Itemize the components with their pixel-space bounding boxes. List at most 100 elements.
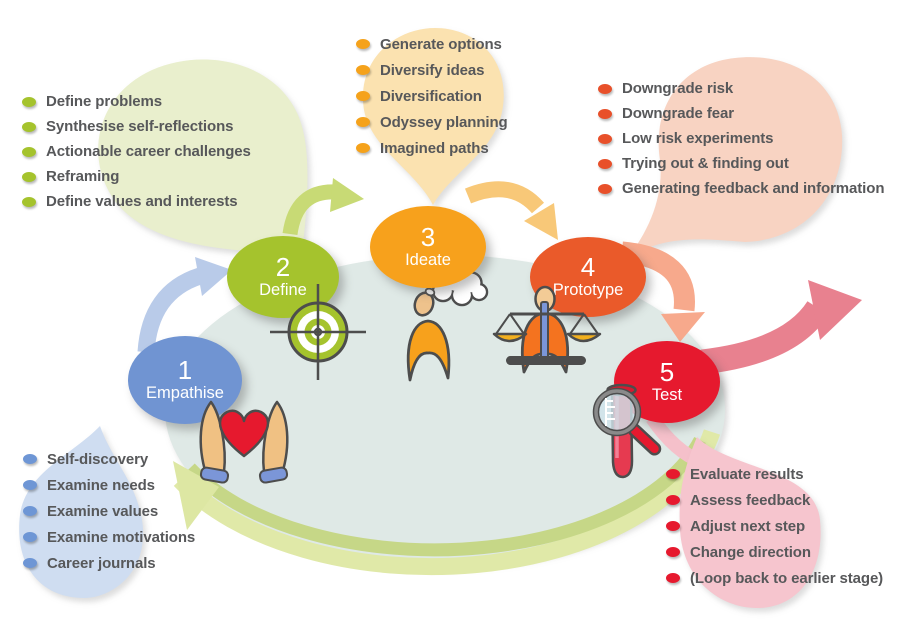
- list-item-label: Trying out & finding out: [622, 155, 789, 172]
- stage-circle-ideate: 3 Ideate: [370, 206, 486, 288]
- bullet-icon: [598, 108, 612, 119]
- bullet-icon: [22, 146, 36, 157]
- stage-label: Test: [651, 386, 683, 405]
- stage-label: Prototype: [552, 281, 624, 300]
- stage-number: 2: [275, 251, 291, 282]
- bullet-icon: [23, 454, 37, 464]
- loop-band-dark: [185, 436, 706, 557]
- list-item: Assess feedback: [666, 487, 883, 513]
- bullet-icon: [666, 469, 680, 479]
- list-item-label: (Loop back to earlier stage): [690, 569, 884, 587]
- bullet-icon: [22, 96, 36, 107]
- teardrop-prototype-shape: [626, 57, 843, 260]
- list-item-label: Define problems: [46, 93, 163, 110]
- list-item: Reframing: [22, 164, 251, 189]
- bullet-icon: [598, 158, 612, 169]
- list-item-label: Generate options: [380, 35, 502, 53]
- bullet-icon: [23, 532, 37, 542]
- list-prototype: Downgrade risk Downgrade fear Low risk e…: [598, 76, 884, 201]
- stage-number: 5: [659, 356, 675, 387]
- bullet-icon: [356, 65, 370, 75]
- stage-label: Define: [259, 281, 307, 300]
- list-item: Low risk experiments: [598, 126, 884, 151]
- list-item-label: Synthesise self-reflections: [46, 118, 234, 135]
- list-item-label: Define values and interests: [46, 193, 238, 210]
- stage-label: Empathise: [146, 384, 224, 403]
- list-item-label: Odyssey planning: [380, 113, 508, 131]
- bullet-icon: [356, 143, 370, 153]
- list-item: Diversification: [356, 83, 508, 109]
- list-item: (Loop back to earlier stage): [666, 565, 883, 591]
- list-item-label: Downgrade fear: [622, 105, 734, 122]
- list-item: Generating feedback and information: [598, 176, 884, 201]
- list-item-label: Evaluate results: [690, 465, 804, 483]
- list-item-label: Assess feedback: [690, 491, 811, 509]
- bullet-icon: [22, 196, 36, 207]
- teardrop-ideate-shape: [362, 28, 504, 205]
- list-item: Adjust next step: [666, 513, 883, 539]
- list-define: Define problems Synthesise self-reflecti…: [22, 89, 251, 214]
- list-item-label: Adjust next step: [690, 517, 806, 535]
- list-item-label: Diversification: [380, 87, 482, 105]
- list-item: Downgrade fear: [598, 101, 884, 126]
- list-test: Evaluate results Assess feedback Adjust …: [666, 461, 883, 591]
- list-item: Diversify ideas: [356, 57, 508, 83]
- bullet-icon: [666, 495, 680, 505]
- list-item: Career journals: [23, 550, 195, 576]
- list-item-label: Career journals: [47, 554, 156, 572]
- bullet-icon: [356, 117, 370, 127]
- list-item: Imagined paths: [356, 135, 508, 161]
- list-item: Generate options: [356, 31, 508, 57]
- list-item-label: Self-discovery: [47, 450, 149, 468]
- list-item-label: Generating feedback and information: [622, 180, 885, 197]
- list-item-label: Diversify ideas: [380, 61, 485, 79]
- list-item-label: Actionable career challenges: [46, 143, 251, 160]
- list-item: Define values and interests: [22, 189, 251, 214]
- list-item: Examine motivations: [23, 524, 195, 550]
- list-item-label: Imagined paths: [380, 139, 489, 157]
- bullet-icon: [23, 558, 37, 568]
- bullet-icon: [356, 91, 370, 101]
- bullet-icon: [666, 547, 680, 557]
- list-item: Self-discovery: [23, 446, 195, 472]
- stage-label: Ideate: [405, 251, 451, 270]
- stage-circle-prototype: 4 Prototype: [530, 237, 646, 317]
- list-item-label: Examine values: [47, 502, 159, 520]
- bullet-icon: [23, 480, 37, 490]
- list-item-label: Examine needs: [47, 476, 155, 494]
- bullet-icon: [23, 506, 37, 516]
- bullet-icon: [356, 39, 370, 49]
- bullet-icon: [22, 171, 36, 182]
- stage-number: 4: [580, 251, 596, 282]
- arrow-empathise-to-define: [137, 257, 232, 353]
- bullet-icon: [598, 183, 612, 194]
- list-item-label: Downgrade risk: [622, 80, 734, 97]
- loop-band-light: [173, 429, 721, 576]
- loop-arrowhead: [173, 461, 219, 530]
- list-item: Odyssey planning: [356, 109, 508, 135]
- bullet-icon: [666, 573, 680, 583]
- list-item: Change direction: [666, 539, 883, 565]
- list-item: Evaluate results: [666, 461, 883, 487]
- bullet-icon: [666, 521, 680, 531]
- list-empathise: Self-discovery Examine needs Examine val…: [23, 446, 195, 576]
- arrow-ideate-to-prototype: [464, 181, 558, 240]
- list-item-label: Change direction: [690, 543, 811, 561]
- stage-circle-define: 2 Define: [227, 236, 339, 318]
- list-item: Trying out & finding out: [598, 151, 884, 176]
- teardrop-empathise-shape: [19, 426, 144, 598]
- list-item: Synthesise self-reflections: [22, 114, 251, 139]
- list-item-label: Low risk experiments: [622, 130, 774, 147]
- list-ideate: Generate options Diversify ideas Diversi…: [356, 31, 508, 161]
- stage-circle-empathise: 1 Empathise: [128, 336, 242, 424]
- list-item: Actionable career challenges: [22, 139, 251, 164]
- arrow-define-to-ideate: [282, 178, 364, 236]
- bullet-icon: [22, 121, 36, 132]
- teardrop-test-shape: [679, 437, 821, 608]
- teardrop-define-shape: [98, 59, 308, 256]
- list-item: Examine needs: [23, 472, 195, 498]
- bullet-icon: [598, 83, 612, 94]
- stage-number: 3: [420, 221, 436, 252]
- stage-number: 1: [177, 354, 193, 385]
